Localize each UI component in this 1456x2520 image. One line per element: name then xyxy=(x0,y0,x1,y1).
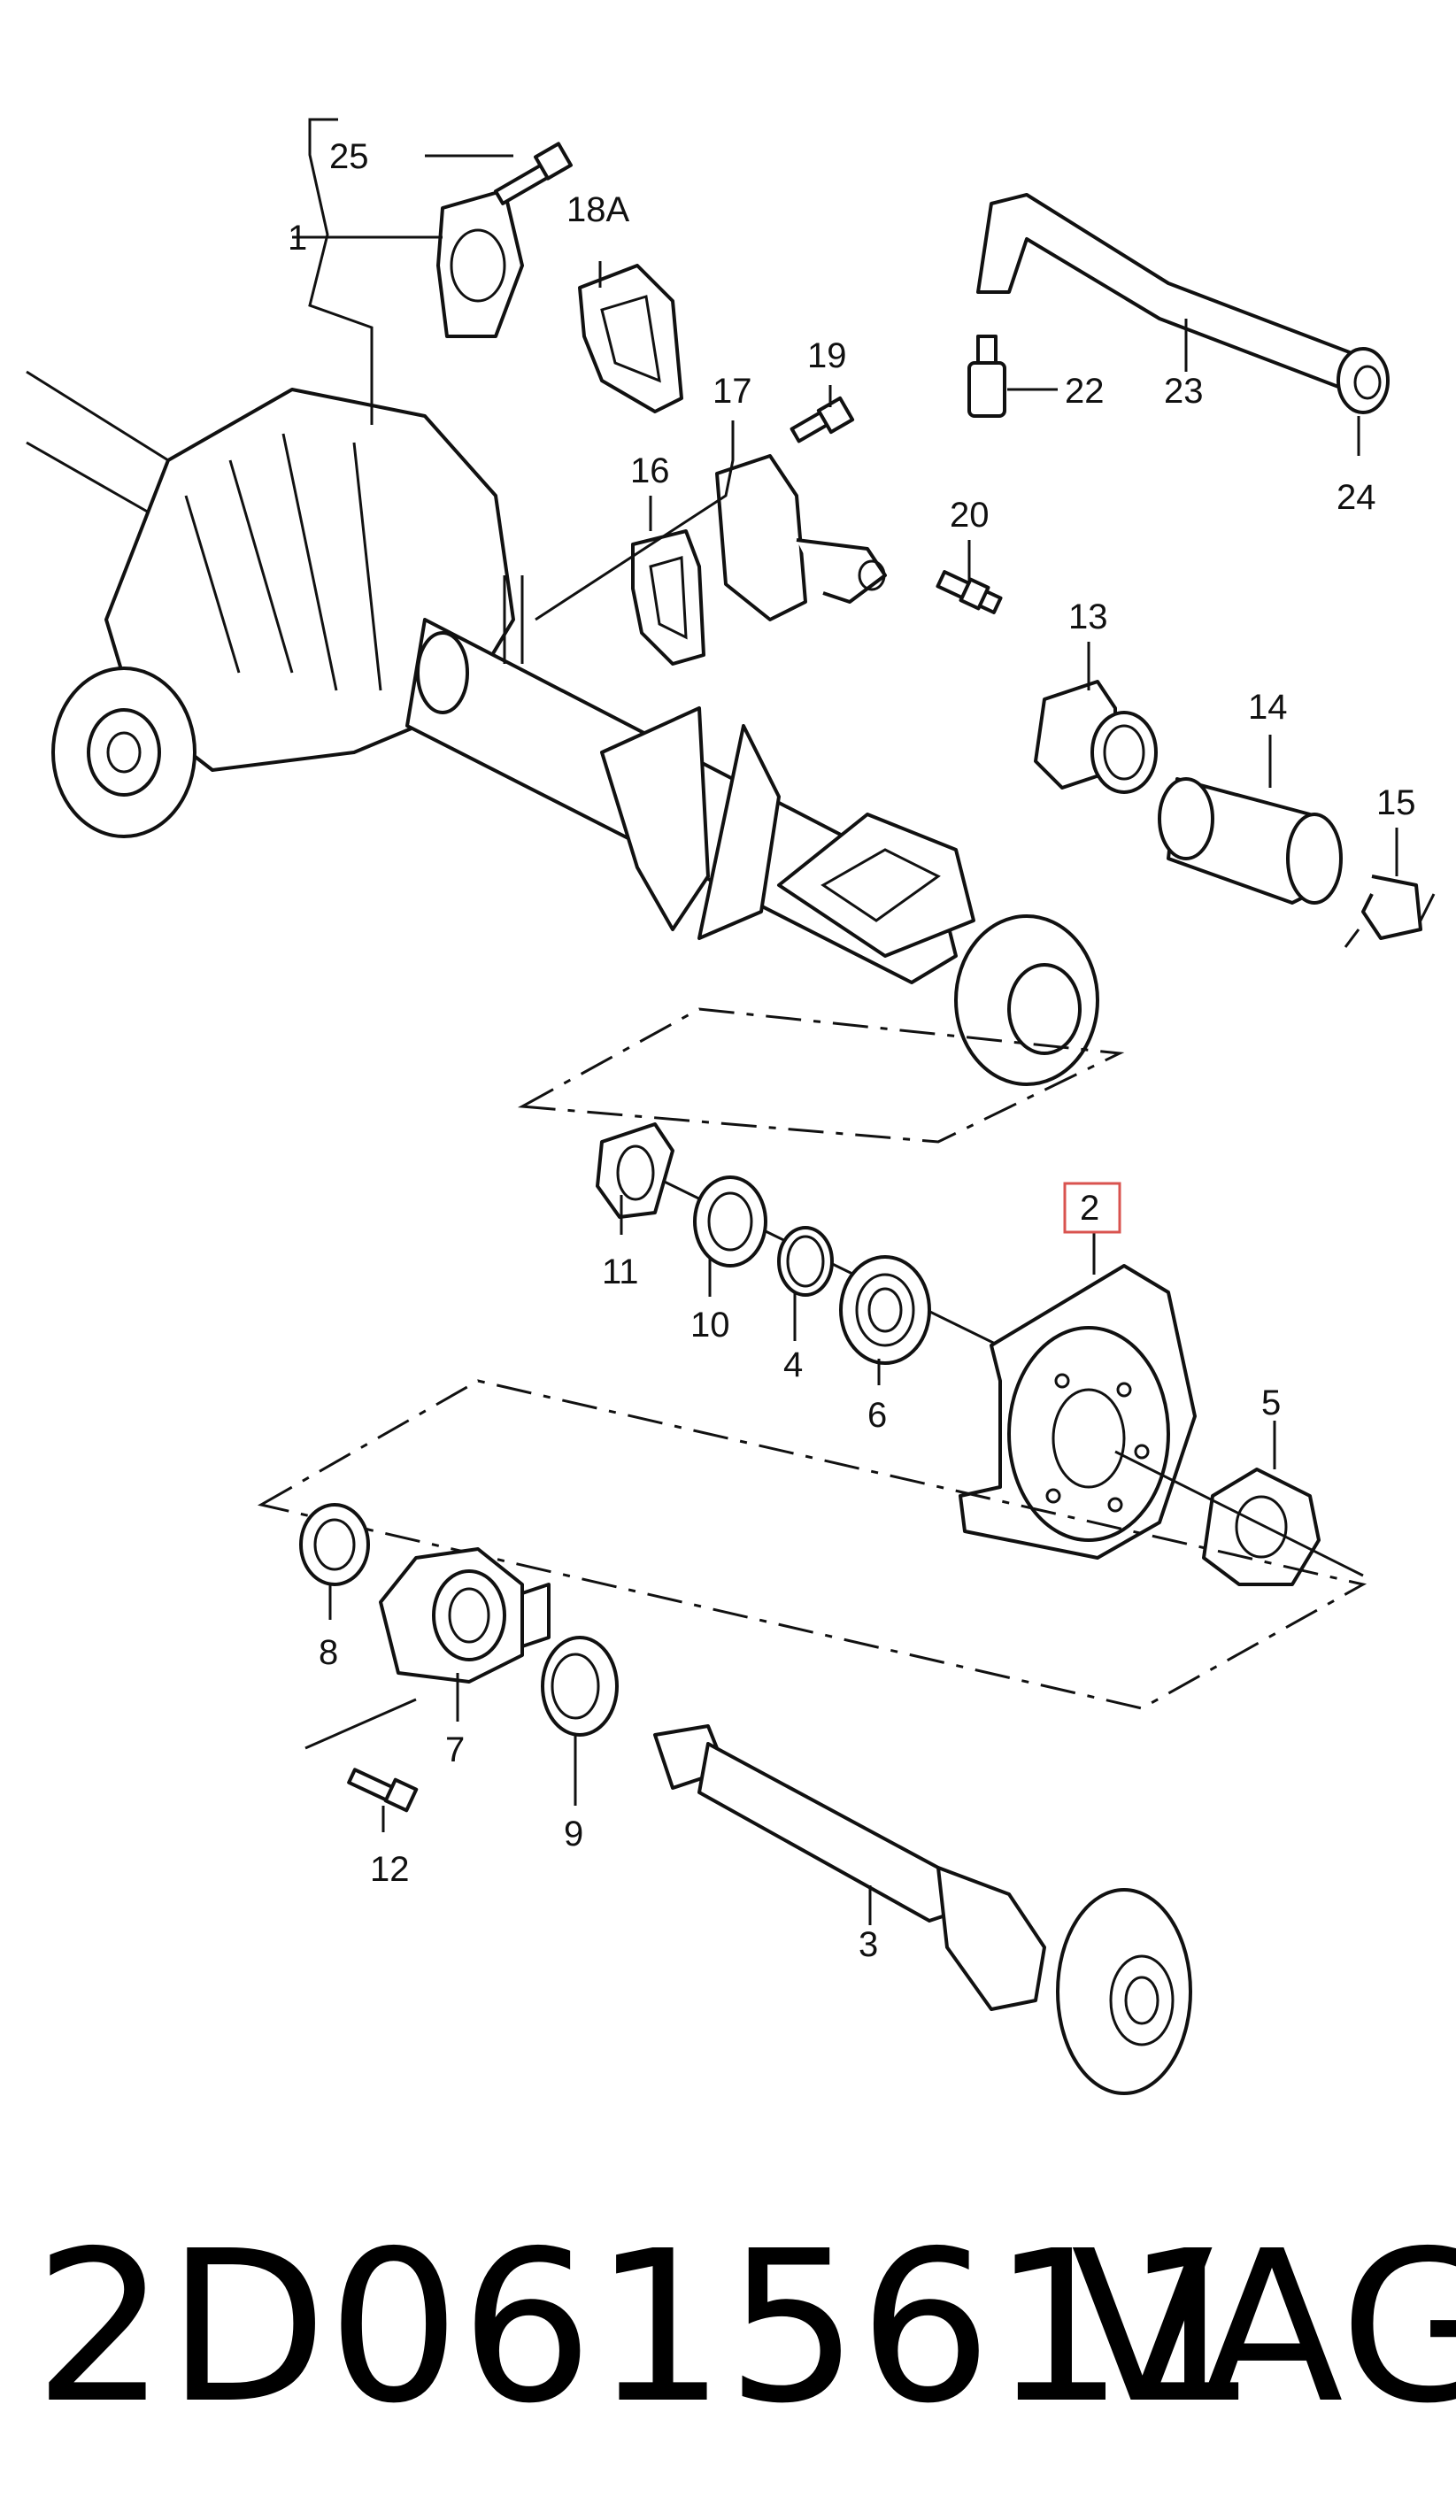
leader-lines xyxy=(292,118,1398,1925)
part-12-guide-line xyxy=(304,1698,417,1750)
part-11-plate xyxy=(596,1122,674,1219)
callout-1: 1 xyxy=(288,219,307,258)
part-14-sleeve xyxy=(1158,777,1343,905)
part-18a-gasket xyxy=(578,264,683,413)
callout-17: 17 xyxy=(713,372,752,411)
part-19-bolt xyxy=(790,396,855,443)
callout-3: 3 xyxy=(859,1925,878,1964)
callout-12: 12 xyxy=(370,1850,410,1889)
part-22-connector xyxy=(967,335,1006,418)
part-13-bush xyxy=(1034,680,1158,794)
callout-15: 15 xyxy=(1376,783,1416,822)
part-20-stud xyxy=(936,570,1003,614)
callout-8: 8 xyxy=(319,1633,338,1672)
part-3-axle-shaft xyxy=(653,1724,1192,2095)
axle-housing xyxy=(26,370,1099,1086)
callout-10: 10 xyxy=(690,1306,730,1345)
highlight-box-callout-2 xyxy=(1063,1182,1121,1234)
part-caption: 2D0615611 VAG xyxy=(0,2195,1456,2461)
upper-group-frame xyxy=(517,1007,1125,1144)
callout-9: 9 xyxy=(564,1815,583,1853)
callout-2: 2 xyxy=(1080,1189,1099,1228)
callout-22: 22 xyxy=(1065,372,1105,411)
callout-14: 14 xyxy=(1248,688,1288,727)
part-12-bolt xyxy=(347,1768,419,1813)
callout-16: 16 xyxy=(630,451,670,490)
part-17-flange xyxy=(715,454,887,621)
part-5-plate xyxy=(1202,1468,1321,1586)
part-15-clamp xyxy=(1344,875,1436,948)
part-4-ring xyxy=(777,1226,834,1297)
callout-7: 7 xyxy=(445,1730,465,1769)
callout-25: 25 xyxy=(329,137,369,176)
part-1-cap xyxy=(436,189,524,338)
callout-13: 13 xyxy=(1068,597,1108,636)
part-8-seal xyxy=(299,1503,370,1586)
part-16-gasket xyxy=(631,529,705,666)
part-23-hose xyxy=(976,193,1356,391)
callout-4: 4 xyxy=(783,1345,803,1384)
callout-23: 23 xyxy=(1164,372,1204,411)
lower-group-frame xyxy=(257,1379,1367,1710)
part-2-backplate xyxy=(959,1264,1197,1560)
part-7-housing xyxy=(379,1547,551,1684)
part-9-seal xyxy=(541,1636,619,1737)
callout-20: 20 xyxy=(950,496,990,535)
callout-24: 24 xyxy=(1337,478,1376,517)
callout-18a: 18A xyxy=(566,190,629,229)
part-25-bolt xyxy=(494,142,573,205)
callout-19: 19 xyxy=(807,336,847,375)
part-6-bearing xyxy=(839,1255,931,1365)
part-24-clip xyxy=(1337,347,1390,414)
callout-6: 6 xyxy=(867,1396,887,1435)
part-number: 2D0615611 xyxy=(34,2206,1258,2449)
callout-5: 5 xyxy=(1261,1383,1281,1422)
callout-11: 11 xyxy=(602,1252,639,1291)
callout-labels: 25 1 18A 19 17 16 20 22 23 24 13 14 15 2… xyxy=(288,137,1416,1964)
assembly-axis-line-2 xyxy=(1114,1450,1364,1577)
part-10-seal xyxy=(693,1175,767,1268)
brand-name: VAG xyxy=(1071,2206,1456,2449)
